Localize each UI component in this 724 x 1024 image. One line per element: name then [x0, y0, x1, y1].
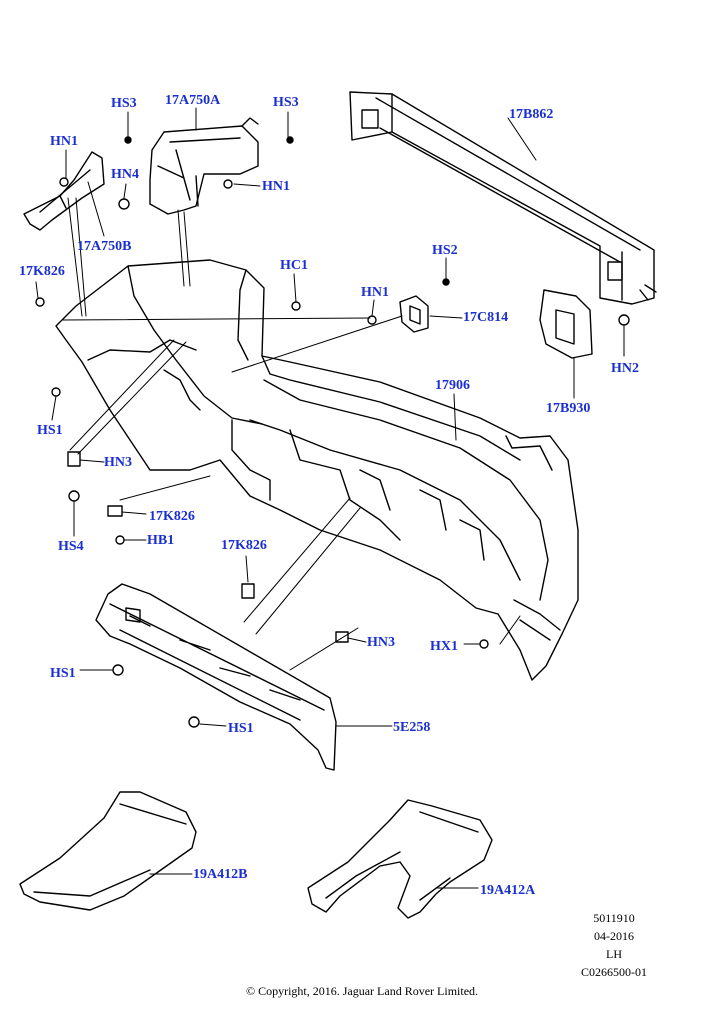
bumper-cover-17906: [55, 259, 579, 681]
callout-19a412b[interactable]: 19A412B: [193, 867, 248, 882]
callout-17a750a[interactable]: 17A750A: [165, 93, 221, 108]
illustration-code: C0266500-01: [581, 965, 647, 979]
callout-hs1-a[interactable]: HS1: [37, 423, 63, 438]
callout-hs2[interactable]: HS2: [432, 243, 458, 258]
callout-hs1-b[interactable]: HS1: [50, 666, 76, 681]
valance-panel-5e258: [95, 583, 337, 771]
callout-hs3-b[interactable]: HS3: [273, 95, 299, 110]
callout-hn1-b[interactable]: HN1: [262, 179, 290, 194]
callout-17c814[interactable]: 17C814: [463, 310, 509, 325]
callout-hn2[interactable]: HN2: [611, 361, 639, 376]
callout-5e258[interactable]: 5E258: [393, 720, 431, 735]
callout-hn3-b[interactable]: HN3: [367, 635, 395, 650]
callout-hn1-a[interactable]: HN1: [50, 134, 78, 149]
callout-17k826-c[interactable]: 17K826: [221, 538, 267, 553]
callout-19a412a[interactable]: 19A412A: [480, 883, 536, 898]
callout-hs1-c[interactable]: HS1: [228, 721, 254, 736]
reference-number: 5011910: [593, 911, 635, 925]
callout-17906[interactable]: 17906: [435, 378, 470, 393]
callout-hs4[interactable]: HS4: [58, 539, 84, 554]
callout-hb1[interactable]: HB1: [147, 533, 175, 548]
copyright-footer: © Copyright, 2016. Jaguar Land Rover Lim…: [0, 982, 724, 1000]
callout-hc1[interactable]: HC1: [280, 258, 308, 273]
callout-17b862[interactable]: 17B862: [509, 107, 554, 122]
callout-17a750b[interactable]: 17A750B: [77, 239, 132, 254]
bracket-17b930: [539, 289, 593, 359]
bracket-17a750a: [149, 117, 259, 215]
callout-hx1[interactable]: HX1: [430, 639, 458, 654]
callout-hn3-a[interactable]: HN3: [104, 455, 132, 470]
callout-hn1-c[interactable]: HN1: [361, 285, 389, 300]
reinforcement-beam-17b862: [349, 91, 657, 305]
bracket-17c814: [399, 295, 429, 333]
callout-hs3-a[interactable]: HS3: [111, 96, 137, 111]
bracket-17a750b: [23, 151, 105, 231]
liner-19a412b: [19, 791, 197, 911]
revision-date: 04-2016: [594, 929, 634, 943]
leader-lines: [35, 107, 625, 889]
copyright-text: © Copyright, 2016. Jaguar Land Rover Lim…: [245, 984, 479, 998]
liner-19a412a: [307, 799, 493, 919]
callout-17k826-b[interactable]: 17K826: [149, 509, 195, 524]
callout-hn4[interactable]: HN4: [111, 167, 139, 182]
illustration-metadata: 5011910 04-2016 LH C0266500-01: [560, 909, 668, 981]
drive-side: LH: [606, 947, 622, 961]
callout-17k826-a[interactable]: 17K826: [19, 264, 65, 279]
callout-17b930[interactable]: 17B930: [546, 401, 591, 416]
